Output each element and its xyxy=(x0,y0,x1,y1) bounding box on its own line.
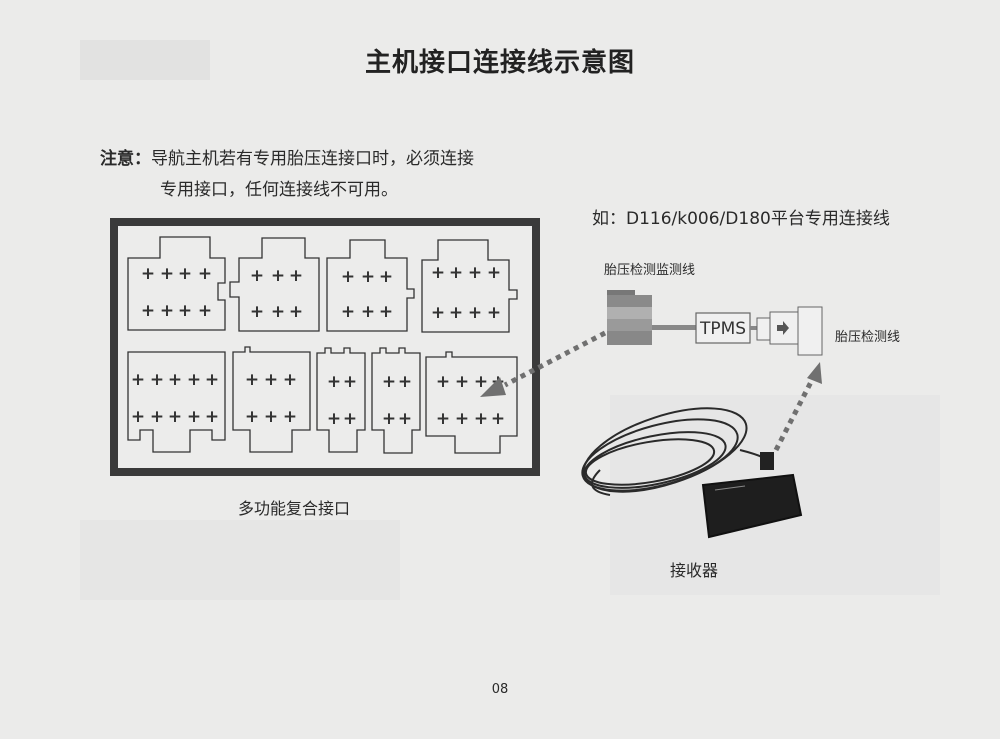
cable-line xyxy=(750,326,757,330)
pin-mark: + xyxy=(491,409,505,429)
pin-mark: + xyxy=(327,409,341,429)
pin-mark: + xyxy=(168,407,182,427)
connector-outline xyxy=(326,239,415,332)
pin-mark: + xyxy=(361,302,375,322)
cable-line xyxy=(652,325,696,330)
pin-mark: + xyxy=(178,264,192,284)
tpms-box-label: TPMS xyxy=(699,319,746,339)
pin-mark: + xyxy=(431,303,445,323)
pin-mark: + xyxy=(198,264,212,284)
pin-mark: + xyxy=(264,407,278,427)
connector-small-box xyxy=(756,317,771,341)
arrowhead-icon xyxy=(480,377,506,397)
pin-mark: + xyxy=(341,302,355,322)
pin-mark: + xyxy=(382,372,396,392)
pin-mark: + xyxy=(487,303,501,323)
pin-mark: + xyxy=(187,407,201,427)
note-line-1: 注意：导航主机若有专用胎压连接口时，必须连接 xyxy=(100,144,474,169)
connector-outline xyxy=(229,237,320,332)
monitor-cable-plug xyxy=(607,290,652,345)
pin-mark: + xyxy=(455,372,469,392)
pin-mark: + xyxy=(178,301,192,321)
pin-mark: + xyxy=(198,301,212,321)
page-title: 主机接口连接线示意图 xyxy=(364,48,635,78)
pin-mark: + xyxy=(436,409,450,429)
pin-mark: + xyxy=(250,302,264,322)
connector-outline xyxy=(232,346,311,453)
pin-mark: + xyxy=(327,372,341,392)
receiver-label: 接收器 xyxy=(670,561,719,580)
pin-mark: + xyxy=(474,409,488,429)
pin-mark: + xyxy=(141,301,155,321)
pin-mark: + xyxy=(245,407,259,427)
pin-mark: + xyxy=(141,264,155,284)
pin-mark: + xyxy=(468,303,482,323)
pin-mark: + xyxy=(468,263,482,283)
connector-outline xyxy=(425,351,518,454)
pin-mark: + xyxy=(131,407,145,427)
bleed-through-block xyxy=(80,40,210,80)
pin-mark: + xyxy=(150,370,164,390)
page-number: 08 xyxy=(491,682,509,697)
pin-mark: + xyxy=(250,266,264,286)
pin-mark: + xyxy=(283,370,297,390)
pin-mark: + xyxy=(205,370,219,390)
pin-mark: + xyxy=(379,302,393,322)
note-text-1: 导航主机若有专用胎压连接口时，必须连接 xyxy=(151,149,474,169)
connector-outline xyxy=(127,351,226,453)
pin-mark: + xyxy=(382,409,396,429)
pin-mark: + xyxy=(271,302,285,322)
bleed-through-block xyxy=(80,520,400,600)
sensor-cable-label: 胎压检测线 xyxy=(835,330,901,345)
pin-mark: + xyxy=(150,407,164,427)
connector-outline xyxy=(316,347,366,453)
pin-mark: + xyxy=(398,409,412,429)
pin-mark: + xyxy=(289,302,303,322)
pin-mark: + xyxy=(474,372,488,392)
pin-mark: + xyxy=(168,370,182,390)
note-line-2: 专用接口，任何连接线不可用。 xyxy=(160,180,398,200)
pin-mark: + xyxy=(264,370,278,390)
connector-outline xyxy=(127,236,226,331)
pin-mark: + xyxy=(436,372,450,392)
pin-mark: + xyxy=(283,407,297,427)
dotted-arrow-to-panel xyxy=(503,330,607,388)
connector-panel-caption: 多功能复合接口 xyxy=(238,499,351,518)
arrow-right-icon xyxy=(777,321,789,335)
sensor-connector-box xyxy=(797,306,823,356)
pin-mark: + xyxy=(398,372,412,392)
pin-mark: + xyxy=(343,372,357,392)
connector-panel-frame xyxy=(110,218,540,476)
connector-outline xyxy=(421,239,518,333)
monitor-cable-label: 胎压检测监测线 xyxy=(604,263,696,278)
pin-mark: + xyxy=(449,263,463,283)
pin-mark: + xyxy=(455,409,469,429)
connector-outline xyxy=(371,347,421,454)
pin-mark: + xyxy=(289,266,303,286)
pin-mark: + xyxy=(205,407,219,427)
pin-mark: + xyxy=(361,267,375,287)
tpms-box xyxy=(695,312,751,344)
dotted-arrow-to-sensor xyxy=(773,378,815,452)
pin-mark: + xyxy=(431,263,445,283)
arrowhead-icon xyxy=(807,362,822,384)
pin-mark: + xyxy=(487,263,501,283)
pin-mark: + xyxy=(160,301,174,321)
pin-mark: + xyxy=(449,303,463,323)
pin-mark: + xyxy=(343,409,357,429)
pin-mark: + xyxy=(379,267,393,287)
example-platforms: 如：D116/k006/D180平台专用连接线 xyxy=(592,209,890,229)
pin-mark: + xyxy=(341,267,355,287)
pin-mark: + xyxy=(131,370,145,390)
note-label: 注意： xyxy=(100,149,151,169)
pin-mark: + xyxy=(271,266,285,286)
receiver-image xyxy=(581,407,803,539)
pin-mark: + xyxy=(187,370,201,390)
pin-mark: + xyxy=(245,370,259,390)
pin-mark: + xyxy=(160,264,174,284)
